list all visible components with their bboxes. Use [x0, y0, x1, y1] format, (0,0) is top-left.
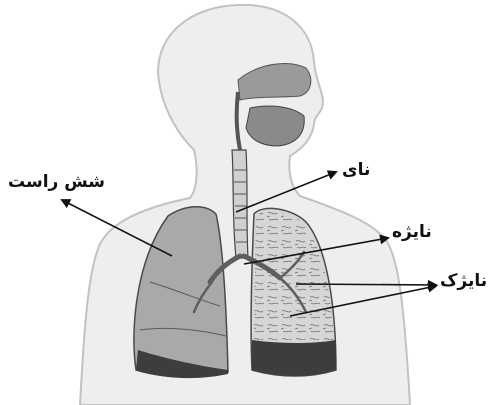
trachea-tube: [232, 150, 248, 258]
label-right-lung: شش راست: [8, 172, 105, 192]
label-bronchiole: نایژک: [440, 271, 487, 291]
pointer-bronchiole-1: [296, 284, 436, 285]
label-trachea: نای: [342, 160, 370, 180]
label-bronchus: نایژه: [392, 222, 432, 242]
